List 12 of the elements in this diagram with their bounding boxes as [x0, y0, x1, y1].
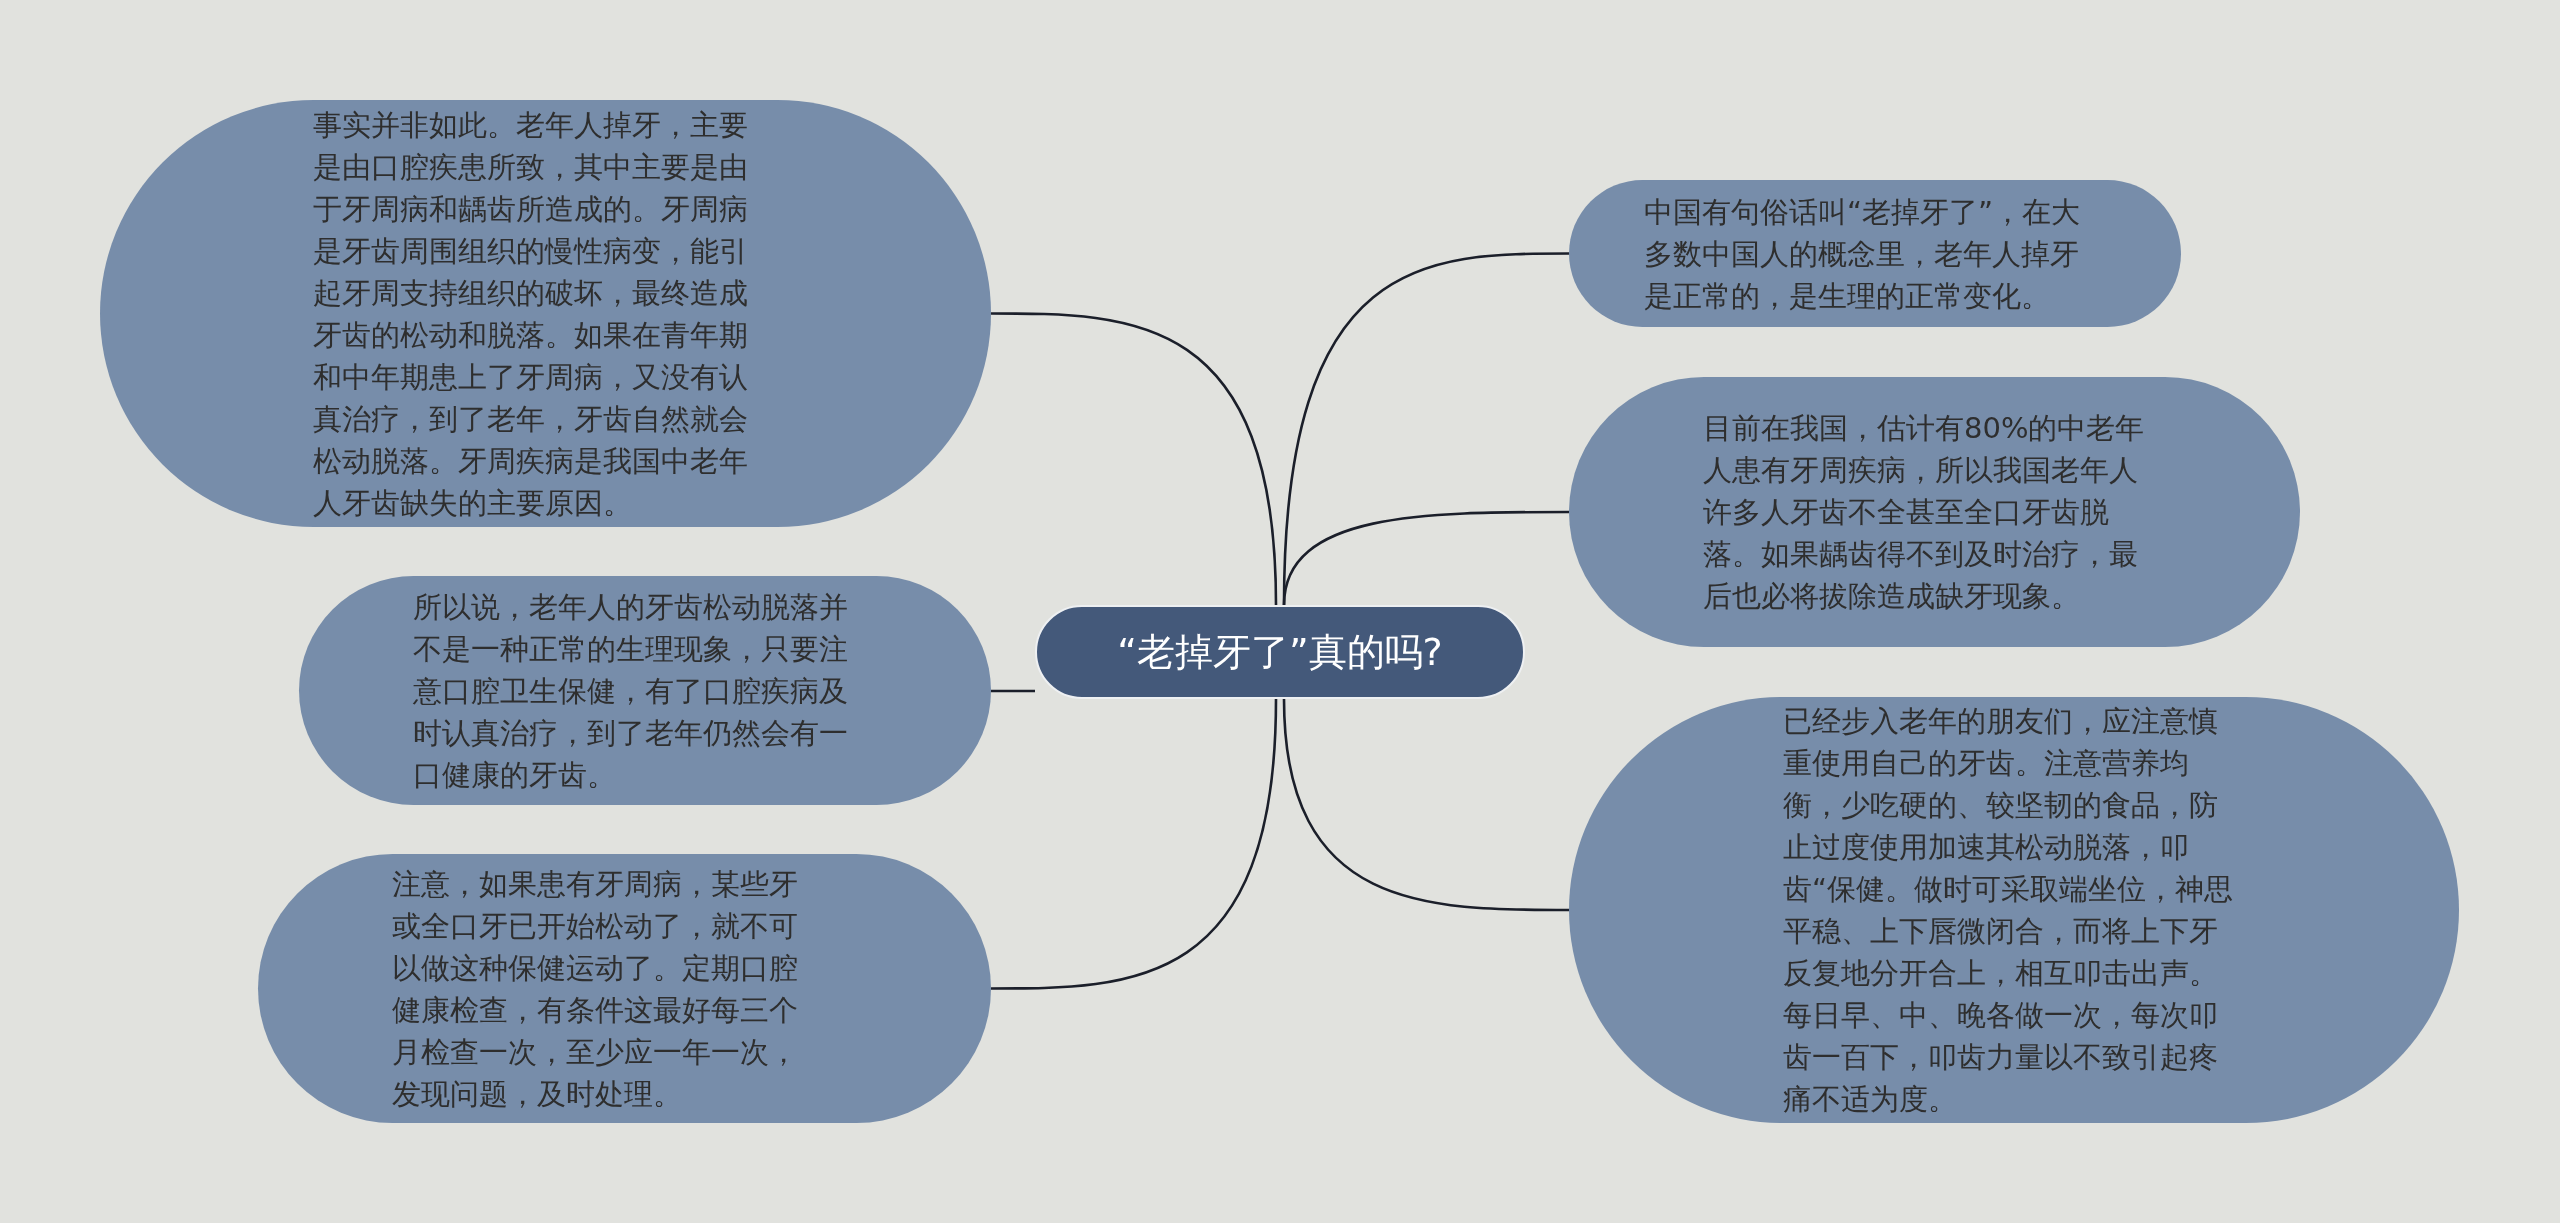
topic-text: 目前在我国，估计有80%的中老年人患有牙周疾病，所以我国老年人许多人牙齿不全甚至全口牙齿脱落。如果龋齿得不到及时治疗，最后也必将拔除造成缺牙现象。 — [1703, 410, 2146, 615]
topic-text: 事实并非如此。老年人掉牙，主要是由口腔疾患所致，其中主要是由于牙周病和龋齿所造成的。牙周病是牙齿周围组织的慢性病变，能引起牙周支持组织的破坏，最终造成牙齿的松动和脱落。如果在青年期和中年期患上了牙周病，又没有认真治疗，到了老年，牙齿自然就会松动脱落。牙周疾病是我国中老年人牙齿缺失的主要原因。 — [313, 106, 749, 522]
topic-title: “老掉牙了”真的吗? — [1117, 628, 1443, 676]
topic-text: 所以说，老年人的牙齿松动脱落并不是一种正常的生理现象，只要注意口腔卫生保健，有了口腔疾病及时认真治疗，到了老年仍然会有一口健康的牙齿。 — [413, 588, 849, 794]
connector — [991, 698, 1278, 990]
connector — [1282, 510, 1569, 606]
connector — [991, 689, 1035, 693]
connector — [991, 312, 1278, 606]
topic-text: 注意，如果患有牙周病，某些牙或全口牙已开始松动了，就不可以做这种保健运动了。定期口腔健康检查，有条件这最好每三个月检查一次，至少应一年一次，发现问题，及时处理。 — [392, 865, 799, 1113]
connector — [1282, 698, 1569, 912]
topic-text: 中国有句俗话叫“老掉牙了”，在大多数中国人的概念里，老年人掉牙是正常的，是生理的正常变化。 — [1644, 193, 2082, 315]
topic-text: 已经步入老年的朋友们，应注意慎重使用自己的牙齿。注意营养均衡，少吃硬的、较坚韧的食品，防止过度使用加速其松动脱落，叩齿“保健。做时可采取端坐位，神思平稳、上下唇微闭合，而将上下牙反复地分开合上，相互叩击出声。每日早、中、晚各做一次，每次叩齿一百下，叩齿力量以不致引起疼痛不适为度。 — [1783, 703, 2235, 1118]
